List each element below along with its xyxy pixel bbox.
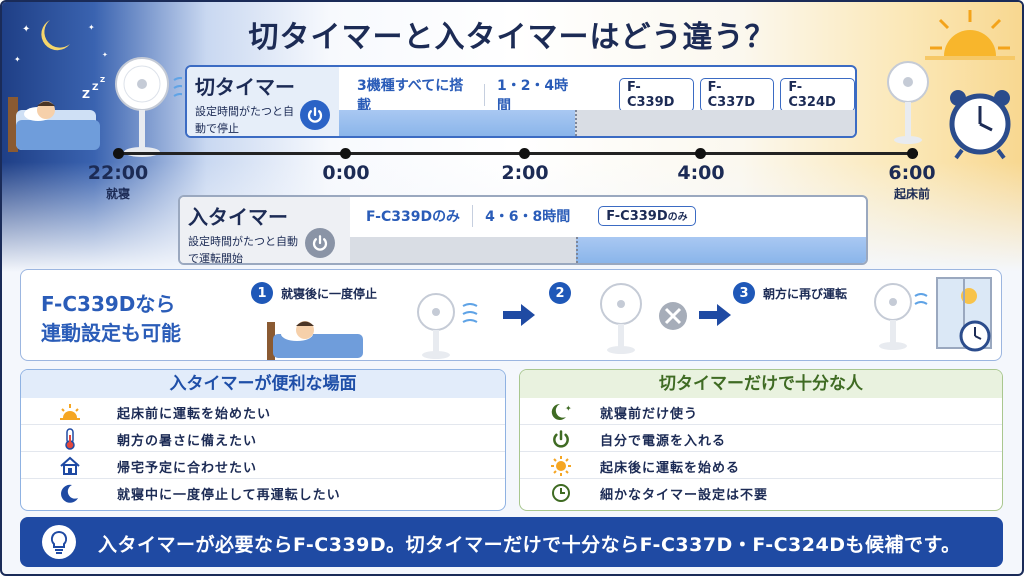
off-timer-idle-bar [575, 110, 855, 136]
on-timer-support: F-C339Dのみ [366, 209, 461, 225]
timeline-dot [695, 148, 706, 159]
sleeping-person-fan-illustration [267, 293, 478, 360]
linked-setting-panel: F-C339Dなら 連動設定も可能 1 就寝後に一度停止 2 [20, 269, 1002, 361]
off-timer-active-bar [339, 110, 575, 136]
clock-icon [550, 482, 572, 504]
summary-banner: 入タイマーが必要ならF-C339D。切タイマーだけで十分ならF-C337D・F-… [20, 517, 1003, 567]
timeline-label: 2:00 [501, 162, 549, 184]
timeline-dot [907, 148, 918, 159]
stopped-fan-illustration [600, 283, 687, 354]
page-title: 切タイマーと入タイマーはどう違う？ [248, 20, 776, 55]
timeline-label: 6:00 [888, 162, 936, 184]
svg-text:✦: ✦ [565, 404, 572, 413]
svg-text:✦: ✦ [102, 51, 108, 59]
summary-text: 入タイマーが必要ならF-C339D。切タイマーだけで十分ならF-C337D・F-… [98, 534, 961, 556]
arrow-right-icon [503, 304, 535, 326]
model-chip: F-C337D [699, 78, 775, 112]
power-icon [550, 428, 572, 450]
divider [472, 205, 474, 227]
model-chip: F-C339D [618, 78, 694, 112]
list-item: 自分で電源を入れる [520, 425, 1002, 452]
list-item-text: 就寝前だけ使う [600, 407, 699, 422]
on-timer-name: 入タイマー [188, 205, 288, 229]
step-text: 朝方に再び運転 [763, 287, 848, 301]
svg-text:Z: Z [82, 88, 90, 101]
list-item-text: 自分で電源を入れる [600, 434, 727, 449]
on-timer-desc: 設定時間がたつと自動で運転開始 [188, 235, 298, 265]
timeline-dot [340, 148, 351, 159]
night-scene-illustration: ✦ ✦ ✦ ✦ Z Z Z [8, 20, 182, 157]
list-item: 起床後に運転を始める [520, 452, 1002, 479]
off-timer-hours: 1・2・4時間 [496, 78, 569, 114]
divider [484, 84, 485, 106]
step-number: 1 [251, 282, 273, 304]
list-item: 帰宅予定に合わせたい [21, 452, 505, 479]
list-item: 朝方の暑さに備えたい [21, 425, 505, 452]
on-timer-use-cases-panel: 入タイマーが便利な場面 起床前に運転を始めたい 朝方の暑さに備えたい 帰宅予定に… [20, 369, 506, 511]
list-item: ✦ 就寝前だけ使う [520, 398, 1002, 425]
off-timer-sufficient-panel: 切タイマーだけで十分な人 ✦ 就寝前だけ使う 自分で電源を入れる 起床後に運転を… [519, 369, 1003, 511]
morning-fan-clock-illustration [874, 277, 992, 352]
timeline-sublabel: 就寝 [105, 187, 130, 201]
off-timer-name: 切タイマー [195, 75, 295, 99]
off-timer-support: 3機種すべてに搭載 [357, 78, 464, 114]
panel-title: 入タイマーが便利な場面 [21, 370, 505, 398]
off-timer-card: 切タイマー 設定時間がたつと自動で停止 3機種すべてに搭載 1・2・4時間 F-… [185, 65, 857, 138]
linked-title: F-C339Dなら 連動設定も可能 [41, 292, 181, 345]
timeline-label: 22:00 [87, 162, 149, 184]
timeline-label: 0:00 [322, 162, 370, 184]
on-timer-hours: 4・6・8時間 [485, 209, 571, 225]
on-timer-idle-bar [350, 237, 576, 263]
timeline-dot [113, 148, 124, 159]
model-chip: F-C324D [780, 78, 855, 112]
step-number: 2 [549, 282, 571, 304]
morning-scene-illustration [887, 10, 1015, 160]
thermometer-icon [59, 428, 81, 450]
sunrise-icon [59, 401, 81, 423]
list-item-text: 朝方の暑さに備えたい [117, 434, 258, 449]
svg-text:✦: ✦ [14, 55, 21, 64]
on-timer-active-bar [576, 237, 866, 263]
moon-icon [59, 482, 81, 504]
off-timer-desc: 設定時間がたつと自動で停止 [195, 105, 294, 135]
on-timer-card: 入タイマー 設定時間がたつと自動で運転開始 F-C339Dのみ 4・6・8時間 … [178, 195, 868, 265]
panel-title: 切タイマーだけで十分な人 [520, 370, 1002, 398]
list-item-text: 細かなタイマー設定は不要 [600, 488, 769, 503]
svg-text:✦: ✦ [22, 24, 30, 35]
home-icon [59, 455, 81, 477]
list-item-text: 起床前に運転を始めたい [117, 407, 272, 422]
moon-star-icon: ✦ [550, 401, 572, 423]
lightbulb-icon [42, 525, 76, 559]
timeline-label: 4:00 [677, 162, 725, 184]
list-item-text: 起床後に運転を始める [600, 461, 741, 476]
list-item-text: 就寝中に一度停止して再運転したい [117, 488, 341, 503]
timeline-sublabel: 起床前 [893, 187, 930, 201]
arrow-right-icon [699, 304, 731, 326]
timeline-axis [118, 152, 918, 155]
model-chip: F-C339Dのみ [598, 206, 696, 226]
step-text: 就寝後に一度停止 [281, 287, 378, 301]
list-item: 起床前に運転を始めたい [21, 398, 505, 425]
list-item: 細かなタイマー設定は不要 [520, 479, 1002, 506]
power-icon [300, 100, 330, 130]
list-item-text: 帰宅予定に合わせたい [117, 461, 258, 476]
svg-text:Z: Z [100, 76, 105, 84]
svg-text:✦: ✦ [88, 23, 95, 32]
timeline-dot [519, 148, 530, 159]
sun-icon [550, 455, 572, 477]
step-number: 3 [733, 282, 755, 304]
power-icon [305, 228, 335, 258]
svg-text:Z: Z [92, 83, 99, 93]
list-item: 就寝中に一度停止して再運転したい [21, 479, 505, 506]
